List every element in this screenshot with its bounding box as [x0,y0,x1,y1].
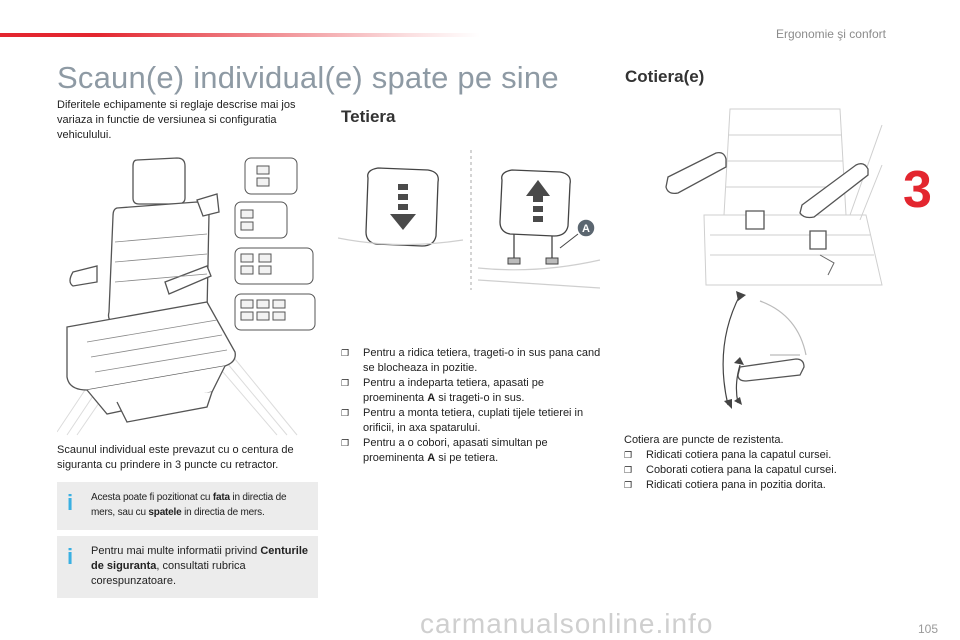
intro-text: Diferitele echipamente si reglaje descri… [57,99,296,141]
list-item: ❐Pentru a monta tetiera, cuplati tijele … [341,407,584,434]
checkbox-icon: ❐ [341,408,350,418]
headrest-illustration: A [338,150,601,290]
info-icon: i [67,544,74,569]
list-item: ❐Coborati cotiera pana la capatul cursei… [624,464,837,476]
watermark: carmanualsonline.info [420,608,714,639]
checkbox-icon: ❐ [341,348,350,358]
list-item: ❐Pentru a indeparta tetiera, apasati pe … [341,377,545,404]
checkbox-icon: ❐ [341,378,350,388]
list-item: ❐Pentru a o cobori, apasati simultan pe … [341,437,548,464]
label-a-marker [576,218,596,238]
list-item: ❐Ridicati cotiera pana la capatul cursei… [624,449,832,461]
page-title: Scaun(e) individual(e) spate pe sine [57,60,559,95]
info-text-orientation: Acesta poate fi pozitionat cu fata in di… [91,492,287,518]
seat-illustration [57,157,316,436]
page-number: 105 [917,622,938,636]
checkbox-icon: ❐ [624,480,633,490]
armrest-illustration [665,108,883,409]
armrest-instructions: ❐Ridicati cotiera pana la capatul cursei… [624,448,894,493]
seatbelt-text: Scaunul individual este prevazut cu o ce… [57,444,294,471]
info-icon: i [67,490,74,515]
info-box-orientation: i Acesta poate fi pozitionat cu fata in … [57,482,318,530]
header-accent-line [0,33,480,37]
armrest-intro: Cotiera are puncte de rezistenta. [624,434,784,446]
section-title: Ergonomie şi confort [775,27,886,41]
list-item: ❐Ridicati cotiera pana in pozitia dorita… [624,479,826,491]
list-item: ❐Pentru a ridica tetiera, trageti-o in s… [341,347,601,374]
checkbox-icon: ❐ [624,450,633,460]
info-text-seatbelts: Pentru mai multe informatii privind Cent… [91,545,309,587]
info-box-seatbelts: i Pentru mai multe informatii privind Ce… [57,536,318,598]
label-a: A [582,223,590,235]
headrest-instructions: ❐Pentru a ridica tetiera, trageti-o in s… [341,346,606,466]
checkbox-icon: ❐ [341,438,350,448]
armrest-title: Cotiera(e) [625,67,705,86]
checkbox-icon: ❐ [624,465,633,475]
headrest-title: Tetiera [341,107,396,126]
chapter-number: 3 [903,161,932,219]
